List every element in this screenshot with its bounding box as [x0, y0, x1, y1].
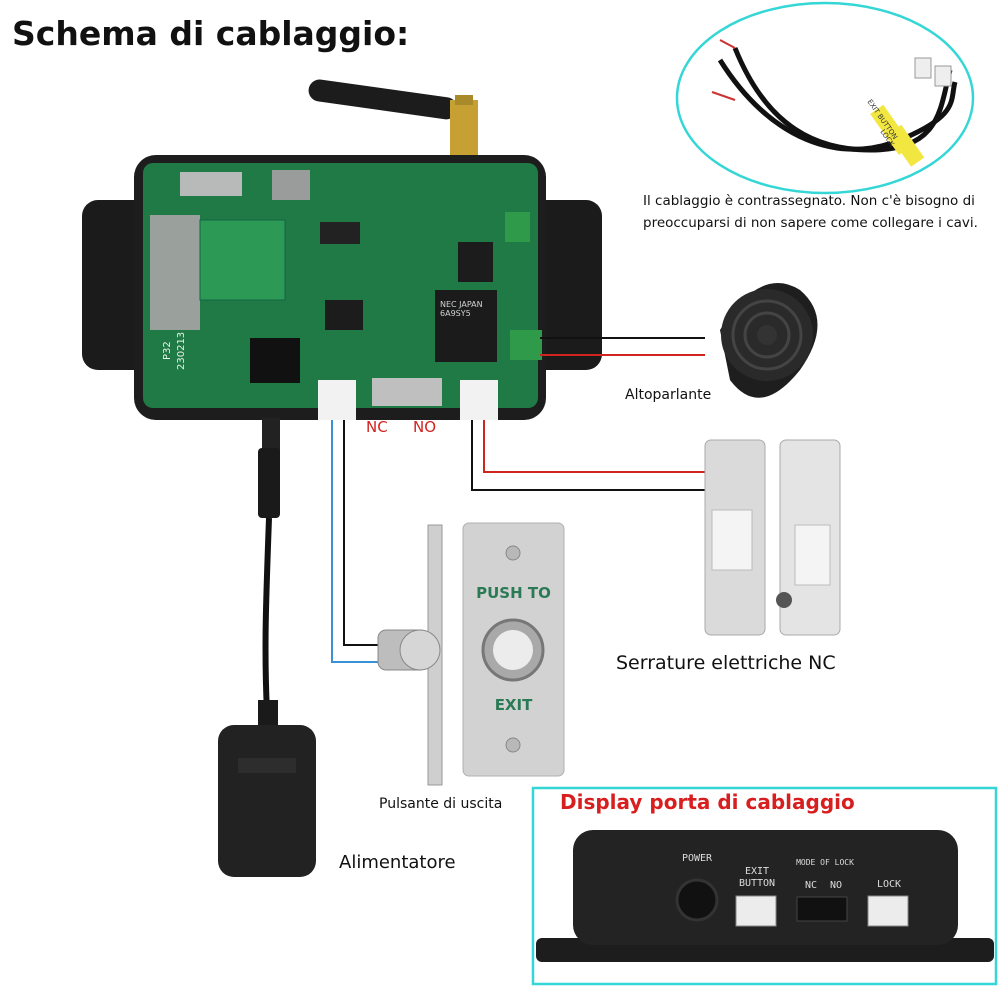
- speaker: [720, 283, 818, 398]
- exit-plate: [462, 522, 565, 777]
- exit-button-hardware: [377, 524, 443, 786]
- power-label: Alimentatore: [339, 852, 456, 873]
- display-title: Display porta di cablaggio: [560, 790, 855, 814]
- speaker-label: Altoparlante: [625, 387, 712, 403]
- board-chip-label: NEC JAPAN 6A9SY5: [440, 300, 483, 318]
- wire-exit-black: [343, 420, 380, 646]
- board-model: P32: [162, 341, 173, 360]
- power-adapter: [218, 448, 316, 877]
- display-panel: [531, 786, 998, 986]
- exit-plate-top-text: PUSH TO: [476, 584, 551, 602]
- harness-note: Il cablaggio è contrassegnato. Non c'è b…: [643, 193, 978, 231]
- exit-button-label: Pulsante di uscita: [379, 796, 503, 812]
- switch-nc-label: NC: [366, 418, 388, 436]
- display-exit-button-label: EXIT BUTTON: [738, 866, 776, 889]
- control-board: [82, 155, 602, 478]
- wire-exit-blue: [331, 420, 380, 663]
- wire-lock-black: [471, 420, 705, 491]
- harness-tag-lock: [888, 124, 925, 167]
- display-no-label: NO: [829, 880, 843, 891]
- electric-lock: [704, 439, 841, 636]
- display-mode-of-lock-label: MODE OF LOCK: [796, 858, 854, 867]
- display-nc-label: NC: [804, 880, 818, 891]
- antenna: [308, 79, 478, 155]
- switch-no-label: NO: [413, 418, 437, 436]
- display-power-label: POWER: [681, 853, 713, 864]
- board-date: 230213: [176, 331, 187, 370]
- harness-illustration: [675, 1, 975, 195]
- wire-lock-red: [483, 420, 705, 473]
- display-lock-label: LOCK: [876, 879, 902, 890]
- page-title: Schema di cablaggio:: [12, 14, 410, 53]
- lock-label: Serrature elettriche NC: [616, 652, 836, 674]
- exit-plate-bottom-text: EXIT: [494, 696, 533, 714]
